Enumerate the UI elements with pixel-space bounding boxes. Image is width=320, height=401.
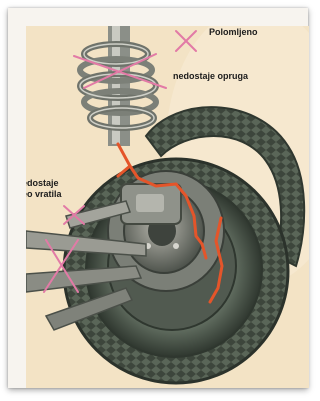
suspension-illustration: Polomljeno nedostaje opruga edostaje eo … [26,26,309,388]
label-missing-spring: nedostaje opruga [173,71,248,82]
photo-frame: Polomljeno nedostaje opruga edostaje eo … [8,8,308,388]
label-broken: Polomljeno [209,27,258,38]
wheel-suspension-drawing [26,26,309,388]
label-missing-axle-line1: edostaje [26,178,62,189]
label-missing-axle-line2: eo vratila [26,189,62,200]
label-missing-axle: edostaje eo vratila [26,178,62,200]
